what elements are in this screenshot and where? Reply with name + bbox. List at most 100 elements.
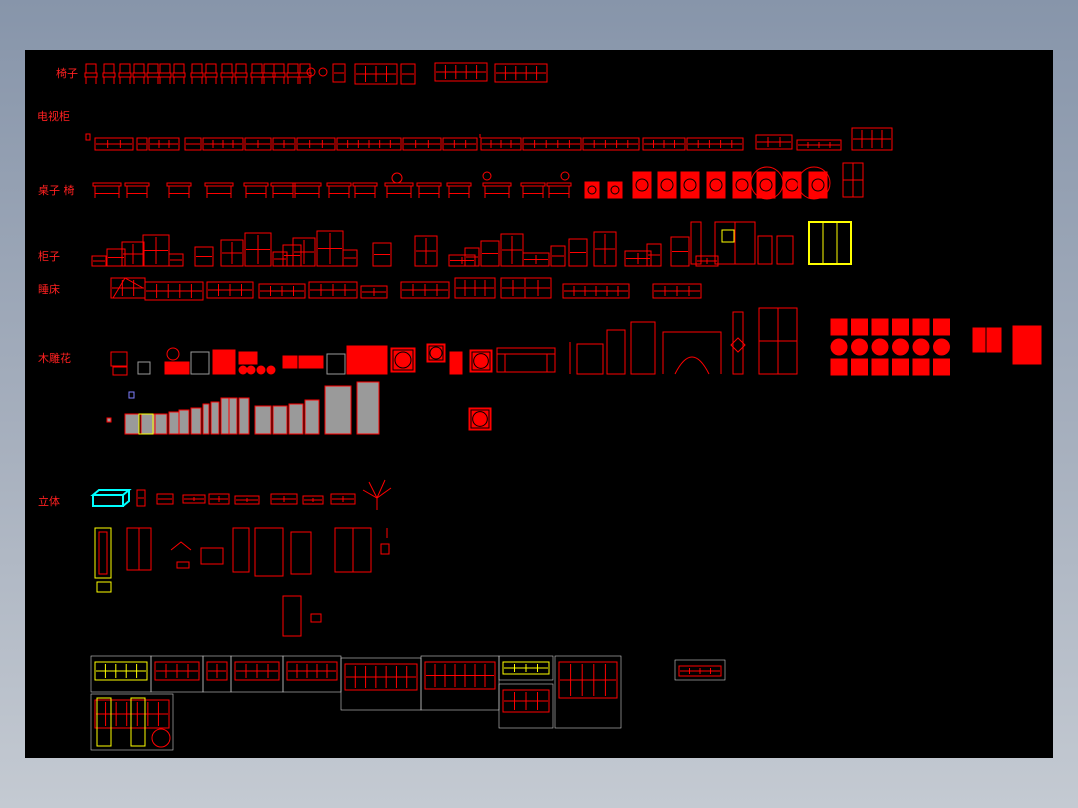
cad-block <box>709 178 723 192</box>
cad-block <box>933 318 950 336</box>
cad-block <box>522 137 582 151</box>
cad-block <box>238 397 250 435</box>
cad-block <box>480 137 522 151</box>
cad-block <box>251 63 263 74</box>
cad-block <box>680 171 700 199</box>
cad-block <box>796 139 842 151</box>
cad-block <box>282 244 302 267</box>
cad-block <box>238 351 258 365</box>
row-label-tables-chairs: 桌子 椅 <box>38 184 75 197</box>
cad-block <box>258 283 306 299</box>
cad-block <box>220 397 230 435</box>
cad-block <box>494 63 548 83</box>
cad-block <box>202 403 210 435</box>
cad-block <box>244 232 272 267</box>
cad-block <box>448 254 476 267</box>
cad-block <box>342 249 358 267</box>
cad-block <box>520 182 546 187</box>
cad-block <box>933 338 950 356</box>
cad-block <box>158 72 172 78</box>
cad-block <box>91 255 107 267</box>
cad-block <box>471 351 491 371</box>
cad-block <box>292 237 316 267</box>
cad-block <box>346 345 388 375</box>
cad-block <box>270 182 296 187</box>
cad-block <box>892 358 909 376</box>
cad-block <box>102 72 116 78</box>
cad-block <box>168 411 180 435</box>
cad-block <box>354 63 398 85</box>
cad-block <box>234 661 280 681</box>
cad-block <box>292 182 322 187</box>
cad-block <box>568 238 588 267</box>
cad-block <box>472 411 488 427</box>
cad-block <box>243 182 269 187</box>
cad-block <box>130 697 146 747</box>
cad-block <box>449 351 463 375</box>
cad-block <box>480 240 500 267</box>
cad-block <box>138 413 154 435</box>
cad-block <box>220 72 234 78</box>
cad-block <box>166 347 180 361</box>
cad-block <box>173 63 185 74</box>
cad-block <box>830 358 848 376</box>
cad-block <box>808 171 828 199</box>
cad-block <box>750 166 784 200</box>
cad-block <box>210 401 220 435</box>
cad-block <box>94 661 148 681</box>
cad-block <box>428 345 444 361</box>
cad-block <box>384 182 414 187</box>
cad-block <box>797 166 831 200</box>
cad-block <box>296 137 336 151</box>
cad-block <box>414 235 438 267</box>
cad-block <box>234 495 260 505</box>
cad-block <box>632 171 652 199</box>
cad-block <box>286 72 300 78</box>
cad-block <box>830 338 848 356</box>
cad-block <box>90 655 152 693</box>
cad-block <box>220 239 244 267</box>
cad-block <box>235 63 247 74</box>
cad-block <box>250 72 264 78</box>
cad-block <box>132 72 146 78</box>
cad-block <box>318 67 328 77</box>
cad-block <box>587 185 597 195</box>
cad-block <box>316 230 344 267</box>
cad-block <box>686 137 744 151</box>
cad-block <box>933 358 950 376</box>
cad-block <box>660 178 674 192</box>
cad-block <box>610 185 620 195</box>
cad-block <box>306 67 316 77</box>
cad-block <box>830 318 848 336</box>
cad-block <box>442 137 478 151</box>
cad-block <box>657 171 677 199</box>
cad-block <box>273 63 285 74</box>
cad-block <box>330 493 356 505</box>
cad-block <box>892 318 909 336</box>
cad-block <box>420 655 500 711</box>
cad-block <box>324 385 352 435</box>
cad-block <box>133 63 145 74</box>
cad-block <box>166 182 192 187</box>
cad-block <box>118 72 132 78</box>
cad-block <box>112 366 128 376</box>
cad-block <box>756 171 776 199</box>
cad-block <box>151 728 171 748</box>
cad-block <box>244 137 272 151</box>
cad-block <box>212 349 236 375</box>
cad-block <box>204 72 218 78</box>
cad-block <box>635 178 649 192</box>
cad-block <box>482 182 512 187</box>
cad-block <box>119 63 131 74</box>
cad-block <box>972 327 986 353</box>
cad-block <box>96 697 112 747</box>
cad-drawing-canvas[interactable]: 椅子 电视柜 桌子 椅 柜子 睡床 木雕花 立体 <box>25 50 1053 758</box>
cad-block <box>168 253 184 267</box>
cad-block <box>498 655 554 681</box>
cad-block <box>646 243 662 267</box>
cad-block <box>352 182 378 187</box>
cad-block <box>630 321 656 375</box>
row-label-chairs: 椅子 <box>56 67 78 80</box>
cad-block <box>234 72 248 78</box>
cad-block <box>606 329 626 375</box>
